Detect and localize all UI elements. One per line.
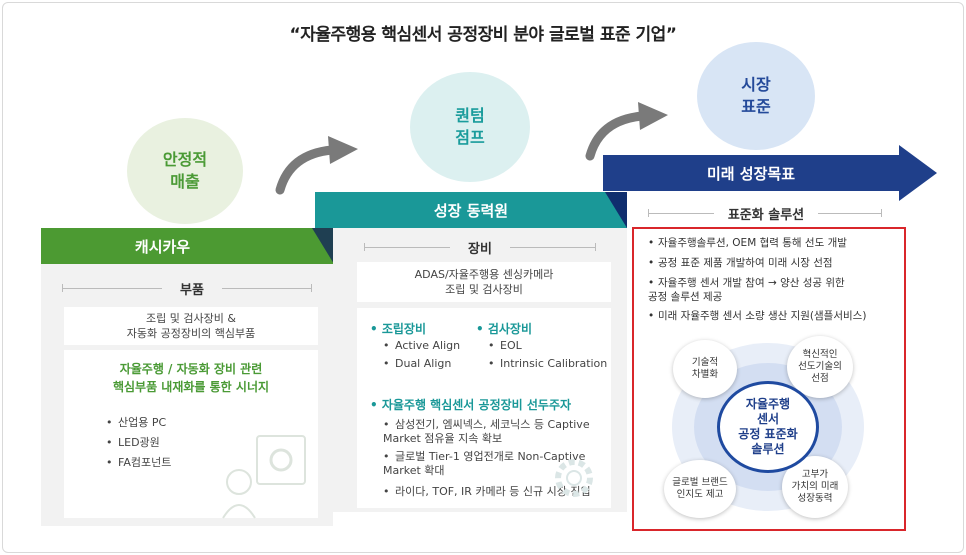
growth-engine-band: 성장 동력원 bbox=[315, 192, 627, 228]
solution-heading: 표준화 솔루션 bbox=[714, 204, 818, 223]
list-item: •LED광원 bbox=[106, 436, 160, 449]
list-item: •산업용 PC bbox=[106, 416, 167, 429]
list-item: •삼성전기, 엠씨넥스, 세코닉스 등 Captive Market 점유율 지… bbox=[383, 418, 590, 445]
innovation-circle: 혁신적인 선도기술의 선점 bbox=[787, 336, 853, 398]
divider bbox=[62, 284, 63, 292]
divider bbox=[364, 243, 365, 251]
cash-cow-band: 캐시카우 bbox=[41, 228, 334, 264]
global-brand-circle: 글로벌 브랜드 인지도 제고 bbox=[664, 460, 736, 518]
curved-arrow-icon bbox=[585, 102, 668, 161]
list-item: •Dual Align bbox=[383, 357, 452, 370]
divider bbox=[648, 209, 649, 217]
future-goal-band: 미래 성장목표 bbox=[706, 164, 796, 183]
tech-differentiation-circle: 기술적 차별화 bbox=[673, 340, 737, 398]
list-item: •EOL bbox=[488, 339, 522, 352]
page-title: “자율주행용 핵심센서 공정장비 분야 글로벌 표준 기업” bbox=[289, 25, 677, 45]
inspection-equipment-title: • 검사장비 bbox=[476, 322, 533, 336]
list-item: •FA컴포넌트 bbox=[106, 456, 172, 469]
gear-icon bbox=[555, 459, 593, 497]
equipment-heading: 장비 bbox=[450, 238, 510, 257]
list-item: •자율주행 센서 개발 참여 → 양산 성공 위한 공정 솔루션 제공 bbox=[648, 277, 845, 303]
worker-gear-icon bbox=[222, 435, 306, 519]
band-shadow bbox=[312, 228, 334, 264]
future-arrow-icon bbox=[603, 145, 937, 201]
divider bbox=[595, 243, 596, 251]
list-item: •라이다, TOF, IR 카메라 등 신규 시장 진입 bbox=[383, 485, 591, 498]
divider bbox=[881, 209, 882, 217]
list-item: •자율주행솔루션, OEM 협력 통해 선도 개발 bbox=[648, 237, 847, 249]
parts-synergy-box: 자율주행 / 자동화 장비 관련 핵심부품 내재화를 통한 시너지 bbox=[64, 350, 318, 518]
standardization-solution-circle: 자율주행 센서 공정 표준화 솔루션 bbox=[717, 381, 819, 473]
assembly-equipment-title: • 조립장비 bbox=[370, 322, 427, 336]
list-item: •Active Align bbox=[383, 339, 461, 352]
market-standard-circle: 시장 표준 bbox=[697, 42, 815, 150]
curved-arrow-icon bbox=[275, 136, 358, 195]
list-item: •Intrinsic Calibration bbox=[488, 357, 608, 370]
parts-synergy-text: 자율주행 / 자동화 장비 관련 핵심부품 내재화를 통한 시너지 bbox=[112, 362, 270, 394]
leader-title: • 자율주행 핵심센서 공정장비 선두주자 bbox=[370, 398, 572, 412]
highlight-box bbox=[632, 227, 906, 531]
parts-heading: 부품 bbox=[162, 279, 222, 298]
divider bbox=[311, 284, 312, 292]
stable-revenue-circle: 안정적 매출 bbox=[127, 118, 243, 224]
list-item: •공정 표준 제품 개발하여 미래 시장 선점 bbox=[648, 257, 833, 269]
list-item: •글로벌 Tier-1 영업전개로 Non-Captive Market 확대 bbox=[383, 450, 586, 477]
quantum-jump-circle: 퀀텀 점프 bbox=[410, 72, 530, 182]
list-item: •미래 자율주행 센서 소량 생산 지원(샘플서비스) bbox=[648, 310, 867, 322]
band-shadow bbox=[605, 192, 627, 228]
equipment-description: ADAS/자율주행용 센싱카메라 조립 및 검사장비 bbox=[357, 262, 611, 302]
parts-description: 조립 및 검사장비 & 자동화 공정장비의 핵심부품 bbox=[64, 307, 318, 345]
